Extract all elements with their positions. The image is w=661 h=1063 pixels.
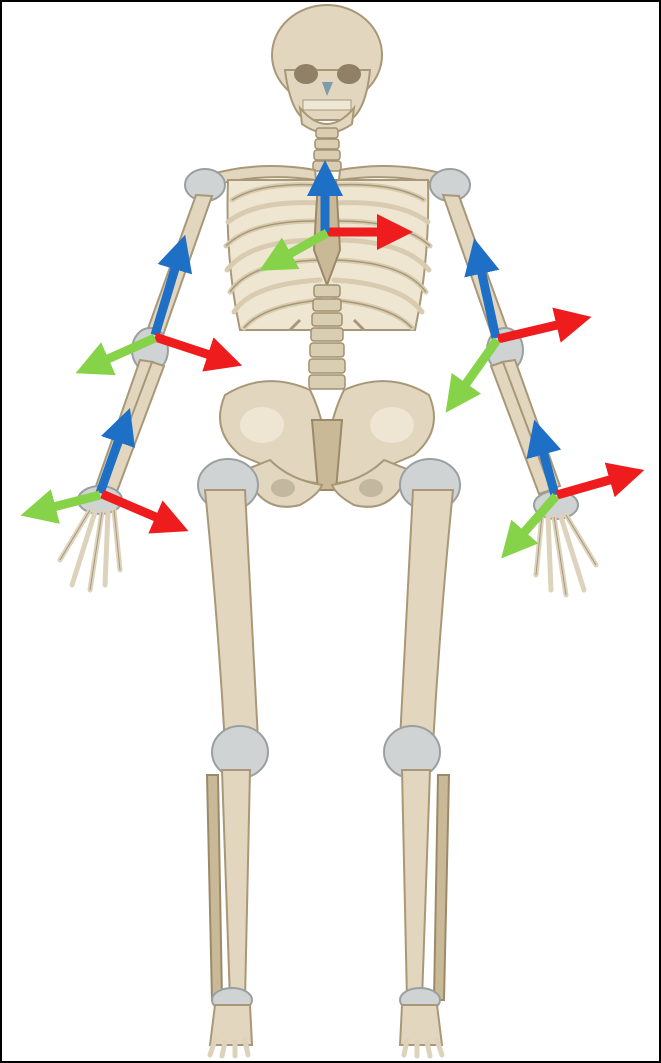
cervical-spine xyxy=(313,128,341,171)
